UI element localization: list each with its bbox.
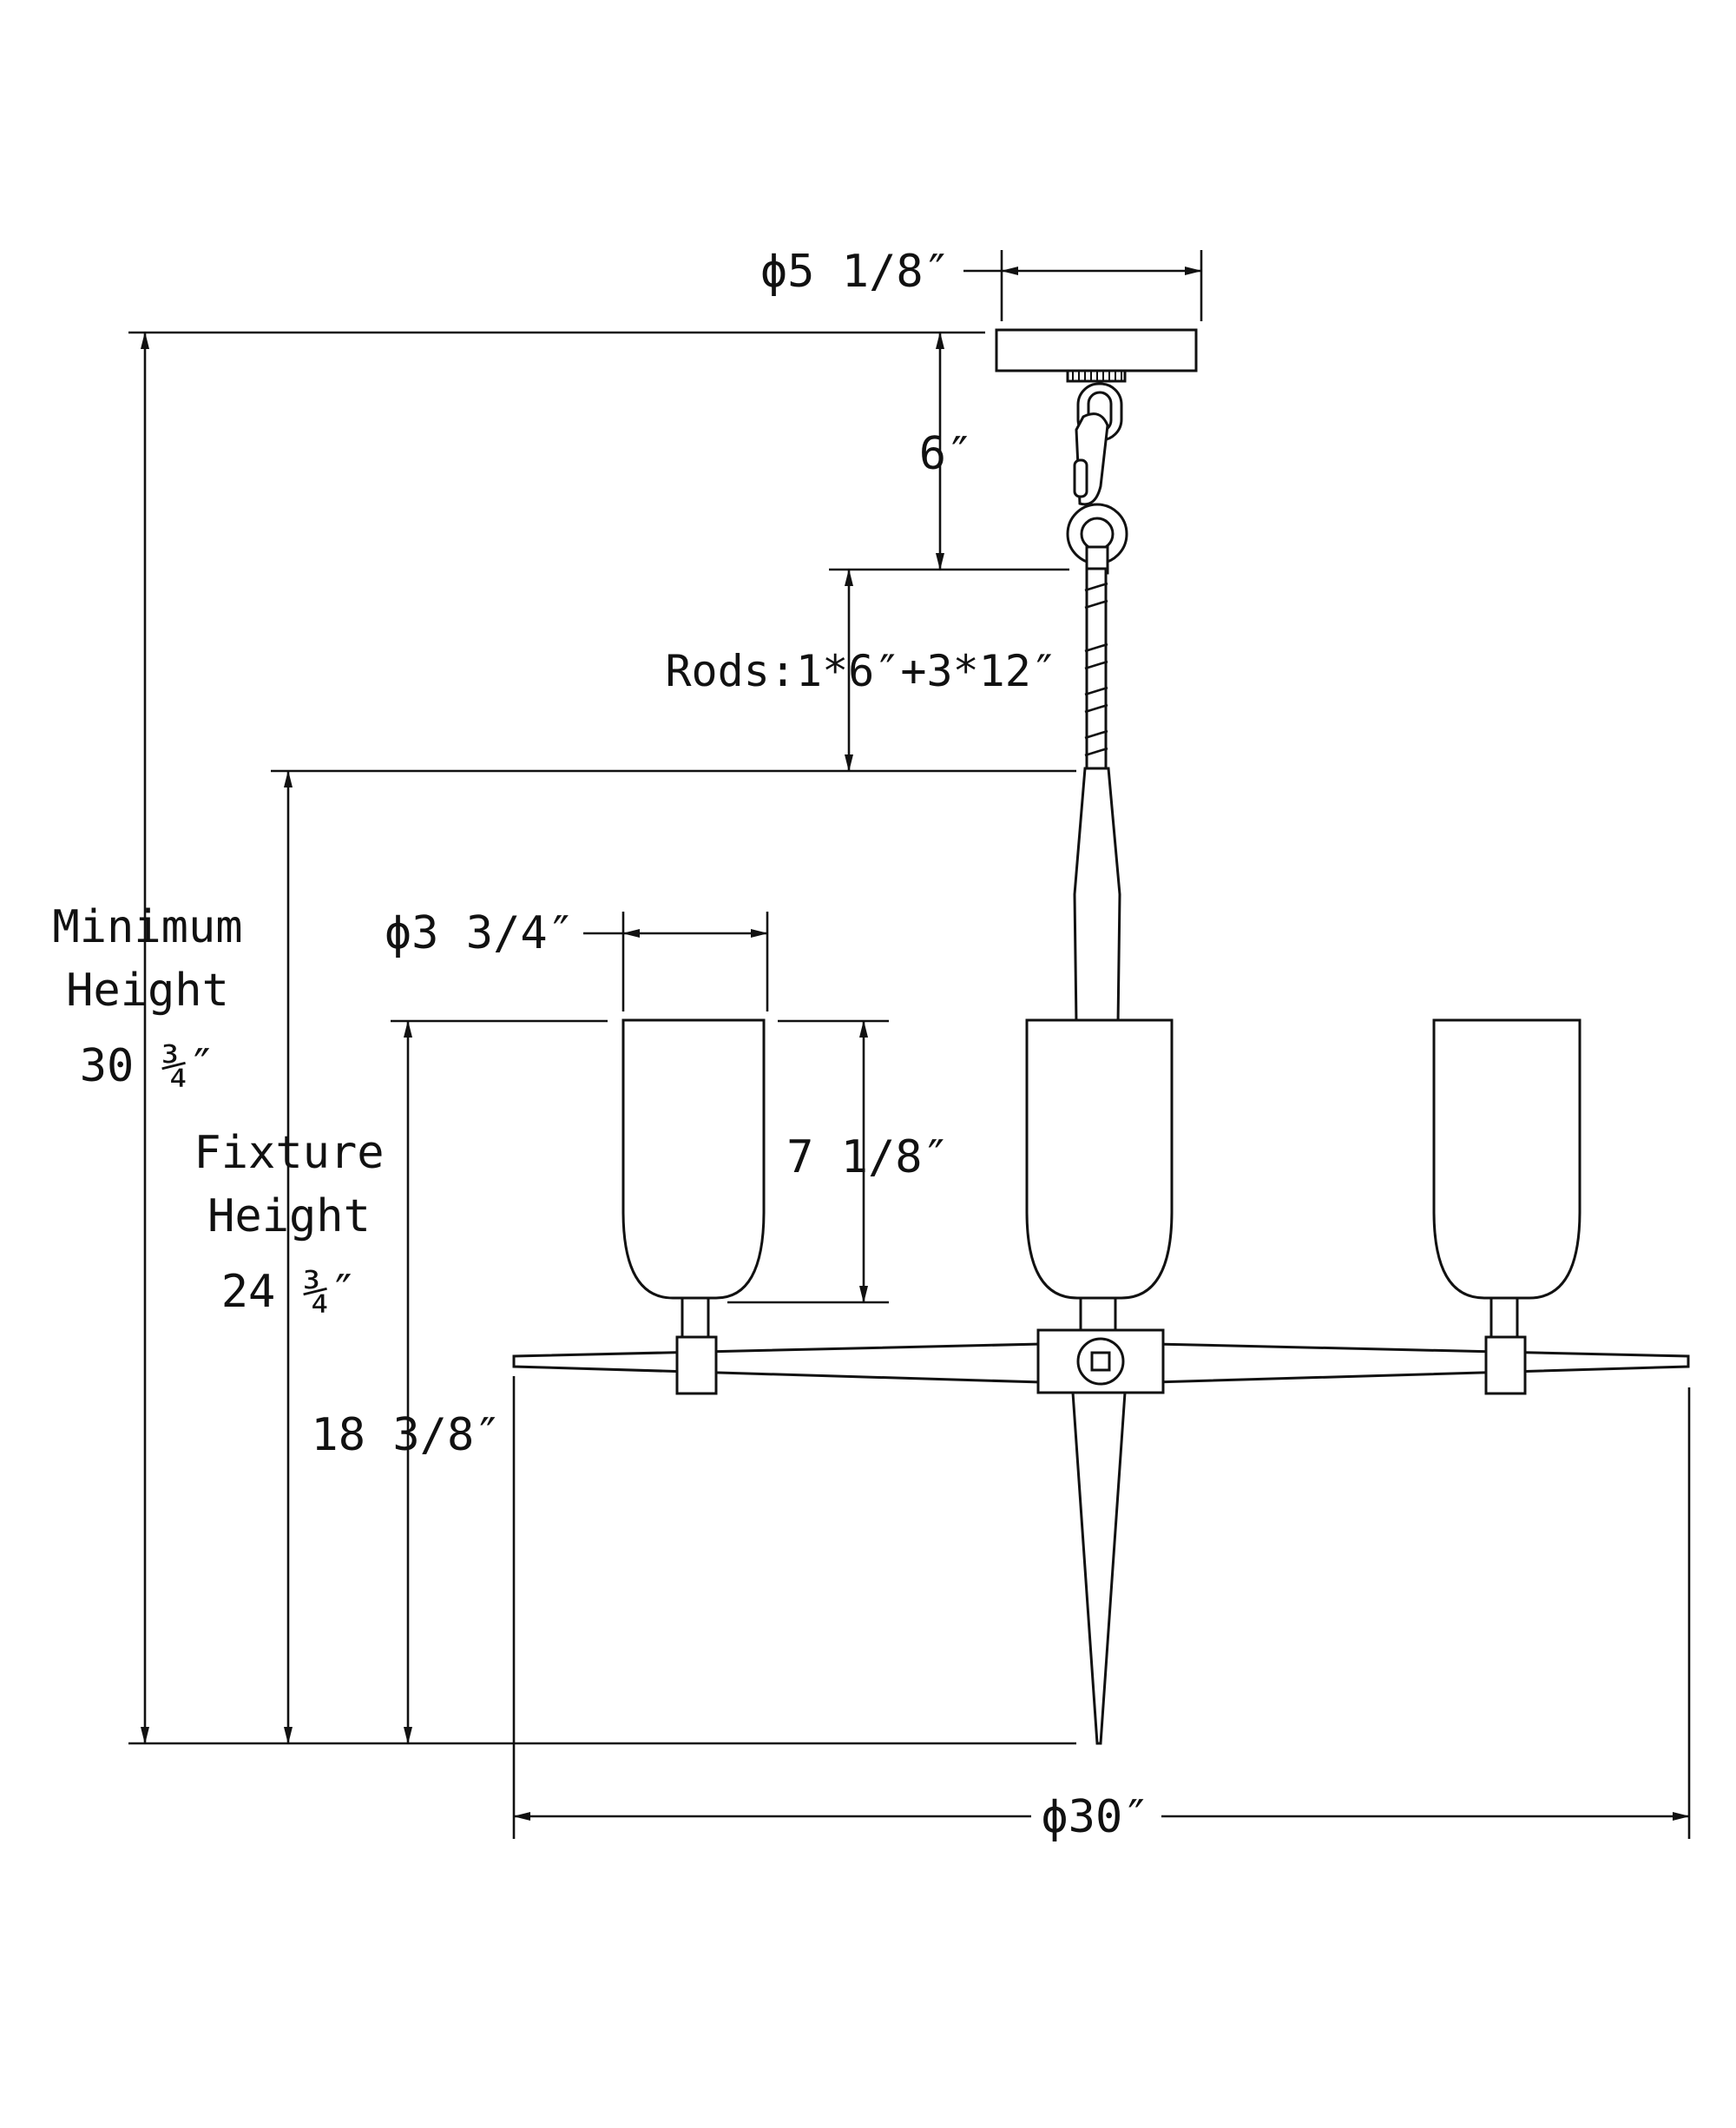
chain-length-label: 6″ [919, 428, 974, 480]
minimum-height-line2: Height [66, 965, 229, 1017]
right-socket [1489, 1296, 1519, 1343]
canopy-nut [1066, 369, 1127, 383]
dimension-labels: ϕ5 1/8″ 6″ Rods:1*6″+3*12″ Minimum Heigh… [52, 246, 1161, 1844]
left-socket [681, 1296, 710, 1339]
left-collar [675, 1335, 718, 1395]
overall-diameter-label: ϕ30″ [1041, 1791, 1149, 1843]
shade-height-label: 7 1/8″ [786, 1131, 950, 1183]
fixture-drawing [512, 328, 1690, 1745]
ceiling-canopy [995, 328, 1198, 372]
hanging-chain [1066, 382, 1128, 575]
fixture-height-value: 24 ¾″ [221, 1266, 358, 1318]
fixture-height-line1: Fixture [194, 1127, 384, 1179]
center-shade [1025, 1018, 1174, 1300]
rods-label: Rods:1*6″+3*12″ [665, 646, 1057, 696]
right-collar [1484, 1335, 1527, 1395]
minimum-height-line1: Minimum [52, 901, 242, 953]
shade-to-bottom-label: 18 3/8″ [311, 1409, 501, 1461]
bottom-finial [1071, 1391, 1127, 1745]
fixture-height-line2: Height [207, 1190, 371, 1242]
left-shade [621, 1018, 766, 1300]
center-stem [1073, 767, 1121, 1026]
threaded-rods [1084, 567, 1108, 770]
dimension-lines [128, 250, 1691, 1839]
canopy-diameter-label: ϕ5 1/8″ [760, 246, 950, 298]
center-socket [1079, 1296, 1117, 1334]
minimum-height-value: 30 ¾″ [80, 1040, 216, 1092]
shade-diameter-label: ϕ3 3/4″ [385, 907, 575, 959]
right-shade [1432, 1018, 1581, 1300]
